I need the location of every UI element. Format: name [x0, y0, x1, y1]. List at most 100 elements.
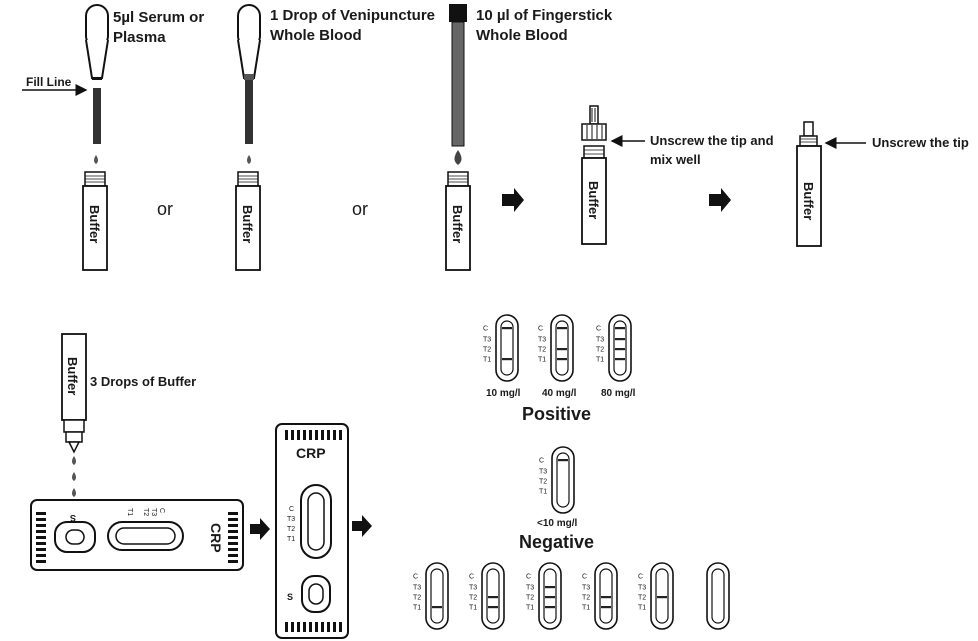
- line-label-t2: T2: [287, 526, 295, 533]
- line-label-t3: T3: [538, 337, 546, 344]
- buffer-tube: Buffer: [445, 171, 471, 271]
- line-label-c: C: [413, 574, 418, 581]
- line-label-t1: T1: [469, 605, 477, 612]
- fill-line-label: Fill Line: [26, 75, 72, 89]
- finger-label-line1: 10 µl of Fingerstick: [476, 7, 613, 24]
- line-label-t2: T2: [638, 595, 646, 602]
- line-label-t3: T3: [287, 516, 295, 523]
- next-step-arrow-icon: [250, 518, 270, 540]
- sample-mark: S: [70, 513, 76, 523]
- drop-icon: [72, 472, 76, 481]
- line-label-t2: T2: [483, 347, 491, 354]
- unscrew-tip-label: Unscrew the tip: [872, 135, 969, 150]
- line-label-c: C: [483, 326, 488, 333]
- line-label-t2: T2: [142, 508, 149, 516]
- line-label-t2: T2: [538, 347, 546, 354]
- buffer-tube-tip-removed: Buffer: [796, 121, 822, 247]
- line-label-c: C: [596, 326, 601, 333]
- pos-40-label: 40 mg/l: [542, 388, 577, 399]
- neg-10-label: <10 mg/l: [537, 518, 578, 529]
- pos-80-label: 80 mg/l: [601, 388, 636, 399]
- line-label-t3: T3: [150, 508, 157, 516]
- venous-label-line2: Whole Blood: [270, 27, 362, 44]
- line-label-t3: T3: [526, 585, 534, 592]
- line-label-t1: T1: [126, 508, 133, 516]
- buffer-label: Buffer: [87, 205, 102, 243]
- finger-label-line2: Whole Blood: [476, 27, 568, 44]
- buffer-tubes-top: Buffer Buffer Buffer: [82, 171, 471, 271]
- line-label-t3: T3: [469, 585, 477, 592]
- unscrew-mix-line2: mix well: [650, 152, 701, 167]
- line-label-c: C: [538, 326, 543, 333]
- line-label-c: C: [539, 458, 544, 465]
- drops-label: 3 Drops of Buffer: [90, 374, 196, 389]
- fill-line-pointer: Fill Line: [22, 75, 88, 96]
- drop-icon: [454, 150, 462, 165]
- or-label-2: or: [352, 199, 368, 219]
- line-label-t1: T1: [538, 357, 546, 364]
- drop-icon: [72, 456, 76, 465]
- serum-label-line2: Plasma: [113, 29, 166, 46]
- line-label-t2: T2: [526, 595, 534, 602]
- line-label-t1: T1: [526, 605, 534, 612]
- line-label-t1: T1: [413, 605, 421, 612]
- next-step-arrow-icon: [352, 515, 372, 537]
- buffer-tube: Buffer: [235, 171, 261, 271]
- drop-icon: [94, 155, 98, 164]
- buffer-dropper: Buffer: [61, 333, 87, 454]
- negative-title: Negative: [519, 532, 594, 552]
- buffer-label: Buffer: [450, 205, 465, 243]
- line-label-c: C: [289, 506, 294, 513]
- line-label-t2: T2: [596, 347, 604, 354]
- line-label-t1: T1: [582, 605, 590, 612]
- cassette-horizontal: S C T3 T2 T1 CRP: [30, 499, 244, 571]
- result-window: [706, 562, 730, 630]
- serum-pipette: [85, 4, 109, 144]
- venous-label-line1: 1 Drop of Venipuncture: [270, 7, 435, 24]
- cassette-crp-label: CRP: [296, 445, 326, 461]
- line-label-t2: T2: [469, 595, 477, 602]
- sample-mark: S: [287, 592, 293, 602]
- cassette-vertical: CRP C T3 T2 T1 S: [275, 423, 349, 639]
- line-label-t1: T1: [539, 489, 547, 496]
- buffer-label: Buffer: [240, 205, 255, 243]
- line-label-t3: T3: [582, 585, 590, 592]
- buffer-tube: Buffer: [82, 171, 108, 271]
- next-step-arrow-icon: [502, 188, 524, 212]
- line-label-c: C: [526, 574, 531, 581]
- line-label-t3: T3: [638, 585, 646, 592]
- drop-icon: [72, 488, 76, 497]
- next-step-arrow-icon: [709, 188, 731, 212]
- line-label-t3: T3: [539, 469, 547, 476]
- buffer-label: Buffer: [801, 182, 816, 220]
- cassette-crp-label: CRP: [208, 523, 224, 553]
- line-label-t1: T1: [287, 536, 295, 543]
- line-label-t3: T3: [413, 585, 421, 592]
- line-label-t1: T1: [483, 357, 491, 364]
- line-label-c: C: [582, 574, 587, 581]
- line-label-t1: T1: [638, 605, 646, 612]
- or-label-1: or: [157, 199, 173, 219]
- venous-pipette: [237, 4, 261, 144]
- buffer-tube-capped: Buffer: [581, 105, 607, 245]
- buffer-label: Buffer: [65, 357, 80, 395]
- positive-title: Positive: [522, 404, 591, 424]
- line-label-c: C: [469, 574, 474, 581]
- drop-icon: [247, 155, 251, 164]
- line-label-t3: T3: [596, 337, 604, 344]
- line-label-t2: T2: [539, 479, 547, 486]
- serum-label-line1: 5µl Serum or: [113, 9, 204, 26]
